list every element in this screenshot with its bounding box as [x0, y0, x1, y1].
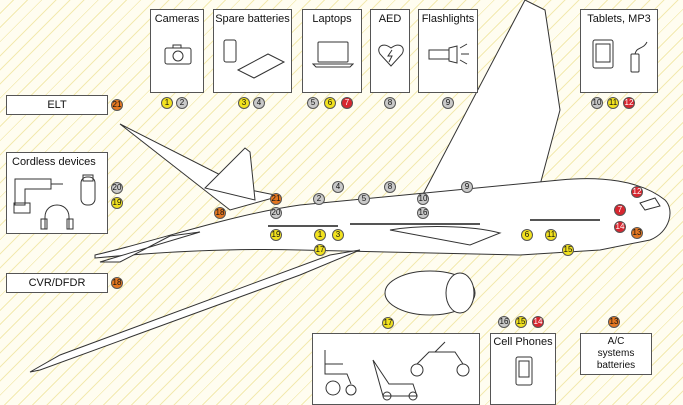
wheelchair-mower-scooter-icon — [324, 341, 470, 401]
badge-12: 12 — [623, 97, 635, 109]
ac-line-1: A/C — [607, 336, 625, 347]
plane-badge-5: 5 — [358, 193, 370, 205]
plane-badge-8: 8 — [384, 181, 396, 193]
plane-badge-15: 15 — [562, 244, 574, 256]
cordless-devices-label: Cordless devices — [12, 156, 96, 168]
plane-badge-16: 16 — [417, 207, 429, 219]
badge-6: 6 — [324, 97, 336, 109]
heart-defibrillator-icon — [378, 44, 404, 67]
plane-badge-19: 19 — [270, 229, 282, 241]
plane-badge-20: 20 — [270, 207, 282, 219]
cvr-dfdr-box: CVR/DFDR — [6, 273, 108, 293]
flashlights-box: Flashlights — [418, 9, 478, 93]
plane-badge-18: 18 — [214, 207, 226, 219]
plane-badge-21: 21 — [270, 193, 282, 205]
ac-line-3: batteries — [596, 360, 636, 371]
flashlight-icon — [428, 43, 469, 65]
badge-18: 18 — [111, 277, 123, 289]
horizontal-stabilizer-upper — [119, 123, 281, 211]
plane-badge-1: 1 — [314, 229, 326, 241]
spare-batteries-label: Spare batteries — [215, 13, 290, 25]
plane-badge-11: 11 — [545, 229, 557, 241]
badge-21: 21 — [111, 99, 123, 111]
plane-badge-4: 4 — [332, 181, 344, 193]
cell-phone-icon — [515, 356, 533, 386]
plane-badge-3: 3 — [332, 229, 344, 241]
cameras-label: Cameras — [154, 13, 200, 25]
badge-5: 5 — [307, 97, 319, 109]
cameras-box: Cameras — [150, 9, 204, 93]
badge-20: 20 — [111, 182, 123, 194]
laptop-icon — [312, 41, 354, 68]
plane-badge-7: 7 — [614, 204, 626, 216]
plane-badge-9: 9 — [461, 181, 473, 193]
badge-8: 8 — [384, 97, 396, 109]
badge-4: 4 — [253, 97, 265, 109]
spare-batteries-box: Spare batteries — [213, 9, 292, 93]
tablets-label: Tablets, MP3 — [587, 13, 651, 25]
laptops-label: Laptops — [312, 13, 352, 25]
plane-badge-6: 6 — [521, 229, 533, 241]
cordless-devices-box: Cordless devices — [6, 152, 108, 234]
laptops-box: Laptops — [302, 9, 362, 93]
ac-systems-batteries-box: A/C systems batteries — [580, 333, 652, 375]
tablet-mp3-icon — [592, 39, 648, 73]
elt-label: ELT — [47, 99, 67, 111]
ac-line-2: systems — [597, 348, 635, 359]
battery-icon — [223, 39, 286, 79]
plane-badge-10: 10 — [417, 193, 429, 205]
badge-7: 7 — [341, 97, 353, 109]
vertical-tail — [204, 147, 256, 201]
badge-9: 9 — [442, 97, 454, 109]
badge-2: 2 — [176, 97, 188, 109]
cell-phones-label: Cell Phones — [493, 336, 553, 348]
drill-headphones-shaver-icon — [13, 174, 96, 230]
elt-box: ELT — [6, 95, 108, 115]
cvr-dfdr-label: CVR/DFDR — [28, 277, 86, 289]
badge-10: 10 — [591, 97, 603, 109]
lower-wing — [29, 249, 361, 373]
mobility-devices-box — [312, 333, 480, 405]
aed-box: AED — [370, 9, 410, 93]
plane-badge-2: 2 — [313, 193, 325, 205]
flashlights-label: Flashlights — [421, 13, 475, 25]
plane-badge-13: 13 — [631, 227, 643, 239]
tablets-box: Tablets, MP3 — [580, 9, 658, 93]
plane-badge-12: 12 — [631, 186, 643, 198]
plane-badge-14: 14 — [614, 221, 626, 233]
badge-1: 1 — [161, 97, 173, 109]
horizontal-stabilizer-lower — [99, 231, 201, 263]
badge-17: 17 — [382, 317, 394, 329]
fuselage — [94, 178, 671, 259]
camera-icon — [164, 44, 192, 65]
badge-19: 19 — [111, 197, 123, 209]
cell-phones-box: Cell Phones — [490, 333, 556, 405]
badge-11: 11 — [607, 97, 619, 109]
badge-16: 16 — [498, 316, 510, 328]
badge-3: 3 — [238, 97, 250, 109]
plane-badge-17: 17 — [314, 244, 326, 256]
badge-13: 13 — [608, 316, 620, 328]
aed-label: AED — [378, 13, 402, 25]
badge-14: 14 — [532, 316, 544, 328]
badge-15: 15 — [515, 316, 527, 328]
